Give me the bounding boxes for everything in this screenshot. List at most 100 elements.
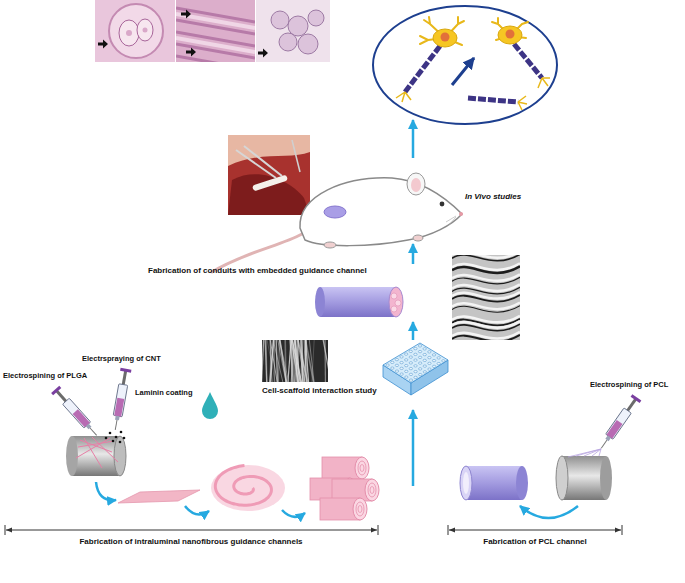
step-label: Fabrication of PCL channel xyxy=(483,537,586,546)
well-plate xyxy=(409,356,412,358)
collector-drum xyxy=(72,436,120,476)
histology-image xyxy=(279,33,297,51)
sem-image xyxy=(452,295,520,302)
well-plate xyxy=(395,370,398,372)
well-plate xyxy=(418,345,421,347)
well-plate xyxy=(386,345,445,382)
sem-image xyxy=(265,340,267,382)
stage-label: Cell-scaffold interaction study xyxy=(262,386,377,395)
guidance-channels xyxy=(322,457,369,479)
sem-image xyxy=(278,340,280,382)
histology-image xyxy=(308,10,324,26)
sem-image xyxy=(452,335,520,340)
guidance-channels xyxy=(356,502,364,516)
bracket xyxy=(6,528,12,533)
guidance-channels xyxy=(360,465,364,472)
histology-image xyxy=(98,40,108,49)
well-plate xyxy=(414,365,417,367)
sem-image xyxy=(297,340,304,382)
surgery-photo xyxy=(236,146,282,178)
well-plate xyxy=(432,365,435,367)
histology-image xyxy=(119,20,139,46)
surgery-photo xyxy=(252,175,288,192)
sem-image xyxy=(278,340,286,382)
stage-box: Fabrication of conduits with embedded gu… xyxy=(145,264,425,322)
rat-model xyxy=(413,235,423,241)
sem-image xyxy=(452,266,520,273)
histology-image xyxy=(176,14,255,52)
bracket xyxy=(6,530,377,531)
sem-image xyxy=(262,340,328,382)
nerve-conduit xyxy=(391,293,397,299)
cnt-particles xyxy=(105,431,126,444)
sem-image xyxy=(309,340,314,382)
fiber-jet xyxy=(568,449,601,457)
well-plate xyxy=(423,365,426,367)
well-plate xyxy=(418,350,421,352)
sem-image xyxy=(295,340,297,382)
regenerated-neuron xyxy=(498,26,522,44)
regenerated-neuron xyxy=(468,98,518,102)
regenerated-neuron xyxy=(373,6,557,124)
sem-image xyxy=(298,340,308,382)
sem-image xyxy=(452,255,520,261)
sem-image xyxy=(323,340,328,382)
guidance-channels xyxy=(358,506,362,513)
sem-image xyxy=(291,340,292,382)
nerve-conduit xyxy=(315,287,325,317)
bracket xyxy=(371,528,377,533)
well-plate xyxy=(383,343,448,383)
collector-drum xyxy=(114,436,126,476)
collector-drum xyxy=(66,436,126,476)
regenerated-neuron xyxy=(518,96,527,110)
histology-image xyxy=(271,11,289,29)
laminin-drop xyxy=(202,392,218,419)
sem-image xyxy=(452,255,520,340)
histology-image xyxy=(298,34,318,54)
well-plate xyxy=(400,356,403,358)
guidance-channels xyxy=(370,487,374,494)
nerve-conduit xyxy=(320,287,396,317)
sem-image xyxy=(274,340,275,382)
stage-box: Cell-scaffold interaction study xyxy=(254,340,452,402)
regenerated-neuron xyxy=(433,29,457,47)
well-plate xyxy=(428,356,431,358)
sem-image xyxy=(452,306,520,313)
process-arrow xyxy=(96,120,578,518)
cnt-particles xyxy=(112,440,115,443)
pcl-channel xyxy=(460,466,472,500)
well-plate xyxy=(432,354,435,356)
cnt-particles xyxy=(105,437,108,440)
histology-image xyxy=(186,48,196,57)
nanofiber-sheet xyxy=(118,490,200,503)
surgery-photo xyxy=(228,135,310,215)
bracket xyxy=(448,525,622,535)
collector-drum xyxy=(600,456,612,500)
sem-image xyxy=(292,340,301,382)
nerve-conduit xyxy=(389,287,403,317)
stage-box: In Vivo studies xyxy=(280,158,542,244)
process-arrow xyxy=(412,410,415,486)
surgery-photo xyxy=(292,140,300,172)
regenerated-neuron xyxy=(538,78,550,88)
pcl-channel xyxy=(516,466,528,500)
cnt-particles xyxy=(115,436,118,439)
collector-drum xyxy=(76,437,118,468)
syringe xyxy=(51,386,101,439)
bracket xyxy=(622,525,623,535)
histology-image xyxy=(181,10,191,19)
histology-image xyxy=(143,28,148,33)
pcl-channel xyxy=(460,466,528,500)
sem-image xyxy=(267,340,275,382)
well-plate xyxy=(418,368,421,370)
flow-arrow xyxy=(412,244,415,264)
collector-drum xyxy=(66,436,78,476)
well-plate xyxy=(400,361,403,363)
regenerated-neuron xyxy=(441,33,450,42)
bracket xyxy=(378,525,379,535)
guidance-channels xyxy=(320,498,367,520)
step-label: Electrospining of PLGA xyxy=(3,372,87,381)
well-plate xyxy=(405,370,408,372)
histology-image xyxy=(176,8,255,62)
